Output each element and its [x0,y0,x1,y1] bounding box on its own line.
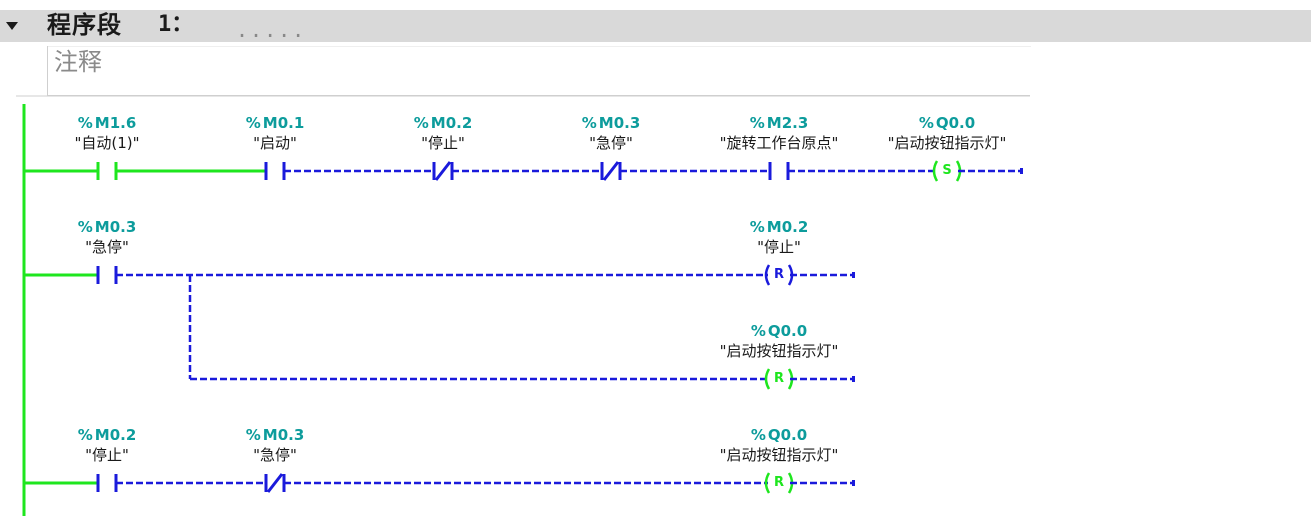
contact-no-icon[interactable] [264,162,286,180]
contact-no-icon[interactable] [768,162,790,180]
collapse-triangle-icon[interactable] [6,22,18,30]
contact-symbol: "旋转工作台原点" [719,134,839,152]
network-title: 程序段 [47,10,122,39]
coil-type-label: R [773,475,785,490]
coil-symbol: "停止" [757,238,801,256]
contact-address: %M0.2 [413,114,473,132]
network-title-placeholder[interactable]: ..... [236,18,307,42]
comment-text[interactable]: 注释 [54,48,102,76]
contact-nc-icon[interactable] [600,161,622,181]
coil-symbol: "启动按钮指示灯" [887,134,1007,152]
contact-address: %M0.3 [77,218,137,236]
rung-end-marker [852,376,855,382]
contact-nc-icon[interactable] [264,473,286,493]
coil-symbol: "启动按钮指示灯" [719,342,839,360]
contact-symbol: "停止" [85,446,129,464]
contact-address: %M1.6 [77,114,137,132]
coil-type-label: S [942,163,952,178]
coil-type-label: R [773,267,785,282]
contact-symbol: "停止" [421,134,465,152]
coil-address: %Q0.0 [750,322,808,340]
contact-address: %M2.3 [749,114,809,132]
rung-end-marker [1020,168,1023,174]
coil-address: %Q0.0 [918,114,976,132]
contact-address: %M0.1 [245,114,305,132]
contact-address: %M0.2 [77,426,137,444]
contact-symbol: "启动" [253,134,297,152]
contact-address: %M0.3 [245,426,305,444]
coil-type-label: R [773,371,785,386]
contact-symbol: "急停" [253,446,297,464]
coil-address: %M0.2 [749,218,809,236]
contact-symbol: "自动(1)" [74,134,140,152]
coil-symbol: "启动按钮指示灯" [719,446,839,464]
contact-no-icon[interactable] [96,474,118,492]
contact-no-icon[interactable] [96,162,118,180]
coil-address: %Q0.0 [750,426,808,444]
contact-symbol: "急停" [589,134,633,152]
contact-symbol: "急停" [85,238,129,256]
network-number: 1： [158,12,194,37]
rung-end-marker [852,480,855,486]
contact-address: %M0.3 [581,114,641,132]
contact-nc-icon[interactable] [432,161,454,181]
comment-top-divider [48,46,1031,47]
network-header[interactable]: 程序段 1： ..... [0,10,1311,42]
rung-end-marker [852,272,855,278]
contact-no-icon[interactable] [96,266,118,284]
